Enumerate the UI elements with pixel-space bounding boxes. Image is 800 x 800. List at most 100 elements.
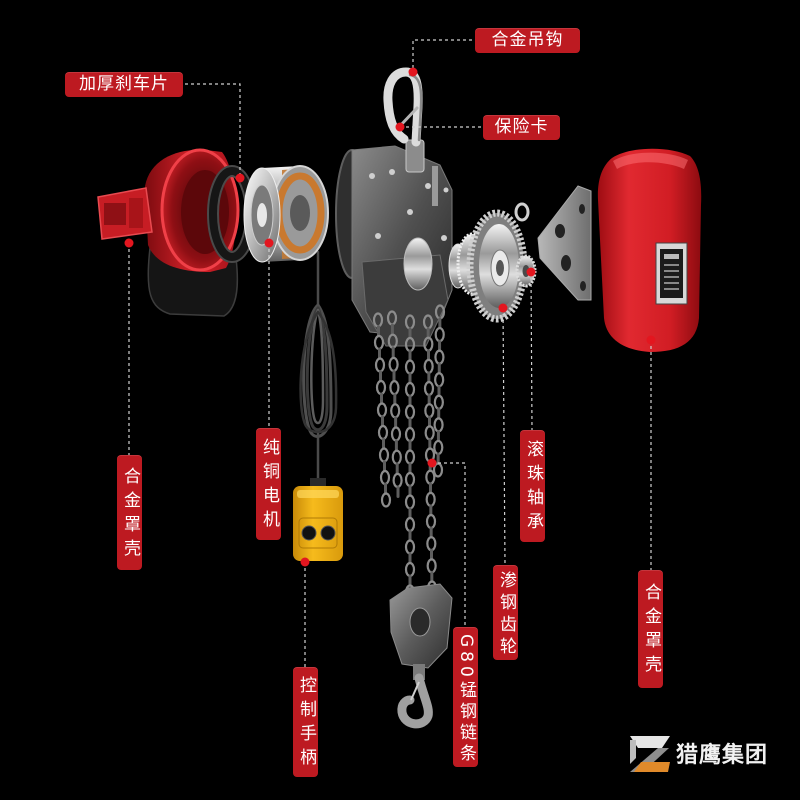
chain-link [428,437,432,450]
gear-assembly [448,209,528,323]
chain-link [376,402,388,418]
chain-link [395,462,399,475]
label-copper-motor: 纯铜电机 [256,428,281,540]
chain-link [430,570,434,583]
z-logo-icon [630,736,670,772]
chain-link [384,482,387,495]
callout-dot [526,267,536,277]
chain-link [429,526,433,539]
chain-link [408,552,412,565]
callout-dot [427,458,437,468]
chain-link [438,339,442,352]
label-right-alloy-cover: 合金罩壳 [638,570,663,688]
side-plate [537,185,592,301]
callout-dot [408,67,418,77]
chain-link [425,513,437,530]
label-brake-pad: 加厚刹车片 [65,72,183,97]
chain-link [408,417,412,430]
leader-line-gear [502,307,506,566]
callout-dots [124,67,656,567]
chain-link [428,415,431,428]
chain-link [424,403,435,419]
chain-link [404,516,416,533]
chain-link [408,372,412,385]
chain-link [425,491,436,507]
chain-link [404,539,416,555]
leader-lines [128,39,652,667]
label-alloy-hook: 合金吊钩 [475,28,580,53]
chain-link [429,504,433,517]
chain-link [382,437,385,450]
callout-dot [124,238,134,248]
leader-line-chain [432,462,466,627]
chain-link [391,449,402,465]
chain-link [436,452,440,465]
chain-link [378,447,390,463]
chain-link [392,472,403,488]
chain-link [426,558,437,574]
callout-dot [646,335,656,345]
label-carburized-gear: 渗钢齿轮 [493,565,518,660]
main-frame [335,145,453,347]
chain-link [404,561,416,578]
bottom-hook [389,583,453,729]
chain-link [378,347,381,360]
chain-link [394,416,398,429]
chain-link [434,372,445,388]
chain-link [408,529,412,542]
chain-link [433,439,444,456]
label-safety-latch: 保险卡 [483,115,560,140]
chain-link [426,327,430,340]
chain-link [423,358,434,374]
leader-line-bearing [530,271,533,431]
control-cable [299,250,338,484]
callout-dot [300,557,310,567]
chain-link [373,334,385,351]
up-button [301,525,317,541]
chain-link [380,392,383,405]
chain-link [423,380,435,397]
washer [514,202,530,222]
chain-link [396,486,400,498]
chain-link [379,469,391,486]
callout-dot [264,238,274,248]
chain-sprocket [403,237,433,291]
chain-link [437,407,441,420]
chain-link [390,323,394,336]
chain-link [388,356,399,372]
nameplate [655,242,688,305]
chain-link [380,492,392,508]
chain-link [404,404,416,420]
chain-link [434,349,445,365]
manganese-steel-chain [372,304,446,600]
chain-link [425,469,436,485]
chain-link [427,349,430,362]
callout-dot [498,303,508,313]
control-handle-pendant [293,478,343,561]
callout-dot [235,173,245,183]
callout-dot [395,122,405,132]
chain-link [374,357,386,373]
chain-link [408,462,412,475]
copper-motor [243,165,329,263]
chain-link [437,385,441,397]
chain-link [394,439,398,452]
chain-link [408,484,412,497]
chain-link [427,371,431,384]
chain-link [392,370,396,382]
chain-link [404,359,416,375]
chain-link [433,394,444,410]
chain-link [390,403,401,419]
chain-link [381,415,384,428]
chain-link [408,574,412,587]
chain-link [383,460,386,473]
chain-link [408,507,412,520]
chain-link [408,394,412,407]
chain-link [404,426,416,443]
label-left-alloy-cover: 合金罩壳 [117,455,142,570]
chain-link [389,380,400,396]
chain-link [429,482,432,495]
right-alloy-cover [597,148,702,352]
chain-link [404,381,416,398]
